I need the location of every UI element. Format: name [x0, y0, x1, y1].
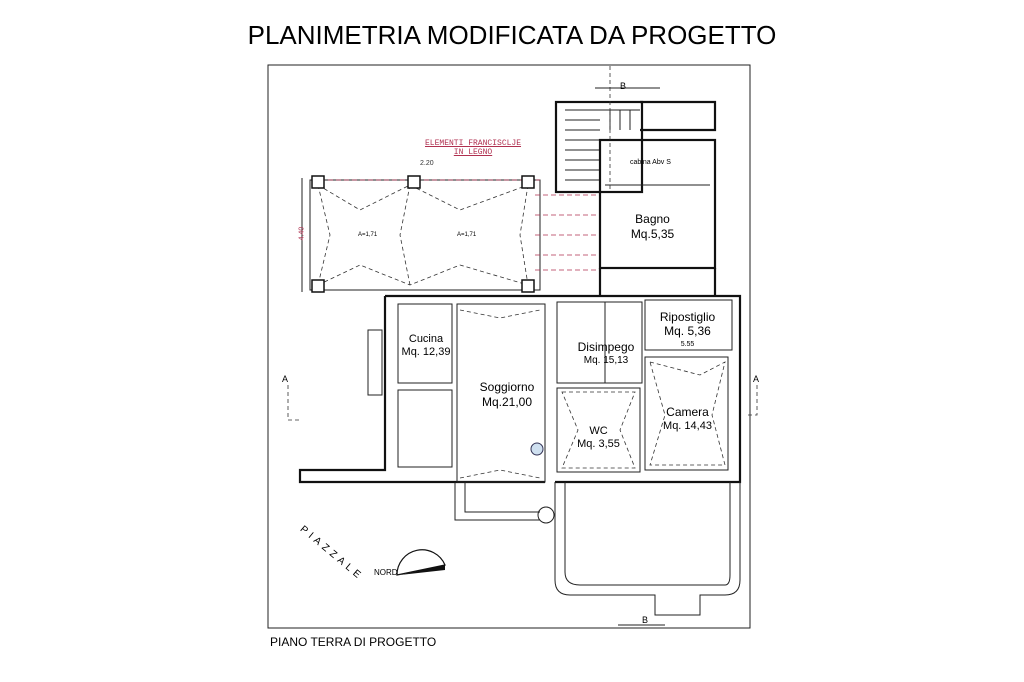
external-path — [454, 482, 741, 616]
portico — [301, 175, 600, 293]
column-icon — [530, 442, 544, 456]
section-mark-b-top: B — [620, 81, 627, 91]
section-mark-a-right: A — [753, 374, 760, 384]
north-label: NORD — [374, 568, 398, 577]
cucina-walls — [397, 303, 453, 384]
wc-walls — [556, 387, 641, 473]
annotation: A=1,71 — [358, 232, 378, 238]
dimension-label: 2.20 — [420, 160, 434, 167]
ripostiglio-walls — [644, 299, 733, 351]
exterior-walls — [298, 294, 742, 484]
section-mark-a-left: A — [282, 374, 289, 384]
north-arrow-icon — [396, 549, 446, 576]
soggiorno-walls — [456, 303, 546, 483]
ripostiglio-small-walls — [397, 389, 453, 468]
floor-caption: PIANO TERRA DI PROGETTO — [270, 635, 437, 649]
annotation: cabina Abv S — [630, 159, 671, 166]
bagno-walls — [598, 138, 717, 270]
staircase — [554, 100, 717, 194]
annotation: A=1,71 — [457, 232, 477, 238]
section-mark-b-bottom: B — [642, 615, 649, 625]
drawing-frame — [267, 64, 751, 629]
dimension-label: 4.40 — [298, 226, 306, 241]
camera-walls — [644, 356, 729, 471]
page-title: PLANIMETRIA MODIFICATA DA PROGETTO — [247, 20, 777, 50]
